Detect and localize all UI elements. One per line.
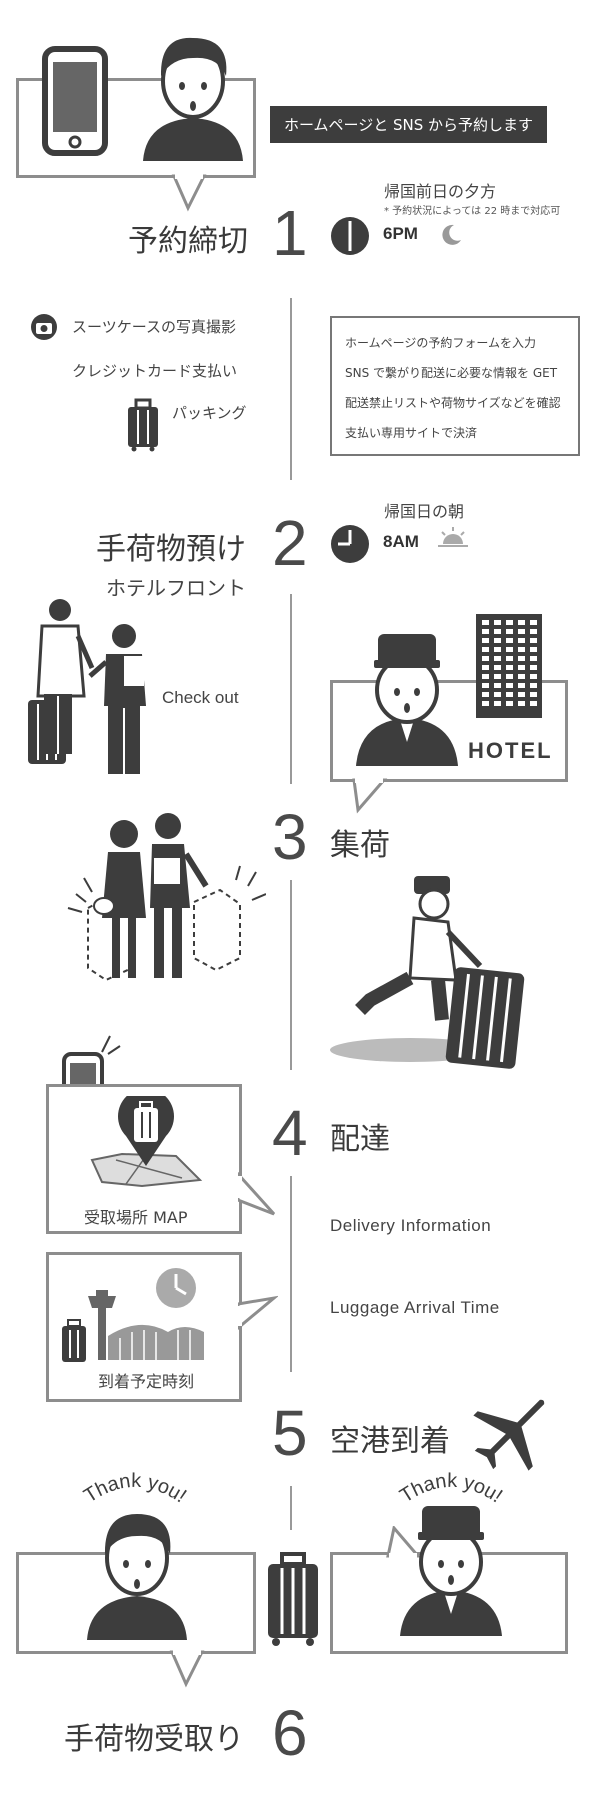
suitcase-icon — [128, 398, 158, 452]
signal-lines — [101, 1035, 121, 1055]
airplane-icon — [473, 1399, 545, 1471]
step1-number: 1 — [272, 197, 308, 269]
timeline-line — [290, 1486, 292, 1530]
timeline-line — [290, 298, 292, 480]
arrival-caption: 到着予定時刻 — [98, 1372, 195, 1391]
step4-number: 4 — [272, 1097, 308, 1169]
list-item-payment: クレジットカード支払い — [72, 362, 238, 380]
box-item-sns: SNS で繋がり配送に必要な情報を GET — [345, 366, 558, 380]
step2-time-caption: 帰国日の朝 — [384, 502, 465, 521]
list-item-photo: スーツケースの写真撮影 — [72, 318, 236, 336]
box-item-list: 配送禁止リストや荷物サイズなどを確認 — [345, 396, 561, 410]
step2-time: 8AM — [383, 532, 419, 551]
bubble-tail — [386, 1526, 422, 1558]
box-item-pay: 支払い専用サイトで決済 — [345, 426, 478, 440]
bubble-tail — [171, 174, 207, 212]
map-pin-icon — [90, 1096, 203, 1188]
clock-icon — [331, 525, 369, 563]
thank-you-arc-left: Thank you! — [80, 1470, 190, 1508]
person-icon — [143, 37, 243, 161]
timeline-line — [290, 880, 292, 1070]
step1-time: 6PM — [383, 224, 418, 243]
map-caption: 受取場所 MAP — [84, 1208, 188, 1227]
step1-title: 予約締切 — [128, 224, 248, 259]
couple-illustration — [67, 813, 266, 982]
person-icon — [87, 1514, 187, 1640]
step4-title: 配達 — [330, 1122, 390, 1157]
airport-icon — [62, 1268, 204, 1362]
step5-number: 5 — [272, 1397, 308, 1469]
bubble-tail — [352, 778, 388, 814]
booking-banner: ホームページと SNS から予約します — [270, 106, 548, 143]
suitcase-icon — [268, 1552, 318, 1646]
camera-icon — [31, 314, 57, 340]
sunrise-icon — [438, 527, 468, 547]
booking-steps-box — [330, 316, 580, 456]
step1-time-caption: 帰国前日の夕方 — [384, 182, 497, 201]
list-item-packing: パッキング — [172, 404, 247, 422]
box-item-form: ホームページの予約フォームを入力 — [345, 336, 537, 350]
step2-number: 2 — [272, 507, 308, 579]
step2-title: 手荷物預け — [96, 532, 246, 567]
step5-title: 空港到着 — [330, 1424, 450, 1459]
step6-title: 手荷物受取り — [64, 1722, 244, 1757]
step2-subtitle: ホテルフロント — [106, 576, 246, 600]
bellhop-icon — [356, 634, 458, 766]
hotel-building-icon — [476, 614, 542, 718]
smartphone-icon — [42, 46, 108, 156]
bubble-tail — [238, 1171, 276, 1216]
step3-title: 集荷 — [330, 828, 390, 863]
moon-icon — [442, 224, 461, 245]
delivery-info-label: Delivery Information — [330, 1216, 492, 1235]
bellhop-icon — [400, 1506, 502, 1636]
arrival-time-label: Luggage Arrival Time — [330, 1298, 500, 1317]
thank-you-arc-right: Thank you! — [396, 1470, 506, 1508]
clock-icon — [331, 217, 369, 255]
bubble-tail — [169, 1650, 205, 1688]
bubble-tail — [238, 1295, 278, 1330]
guests-checkout-illustration — [28, 599, 146, 774]
timeline-line — [290, 1176, 292, 1372]
porter-running-illustration — [330, 876, 525, 1069]
step3-number: 3 — [272, 801, 308, 873]
timeline-line — [290, 594, 292, 784]
step6-number: 6 — [272, 1697, 308, 1769]
checkout-label: Check out — [162, 688, 239, 707]
step1-note: * 予約状況によっては 22 時まで対応可 — [384, 206, 561, 217]
hotel-sign: HOTEL — [468, 738, 553, 763]
